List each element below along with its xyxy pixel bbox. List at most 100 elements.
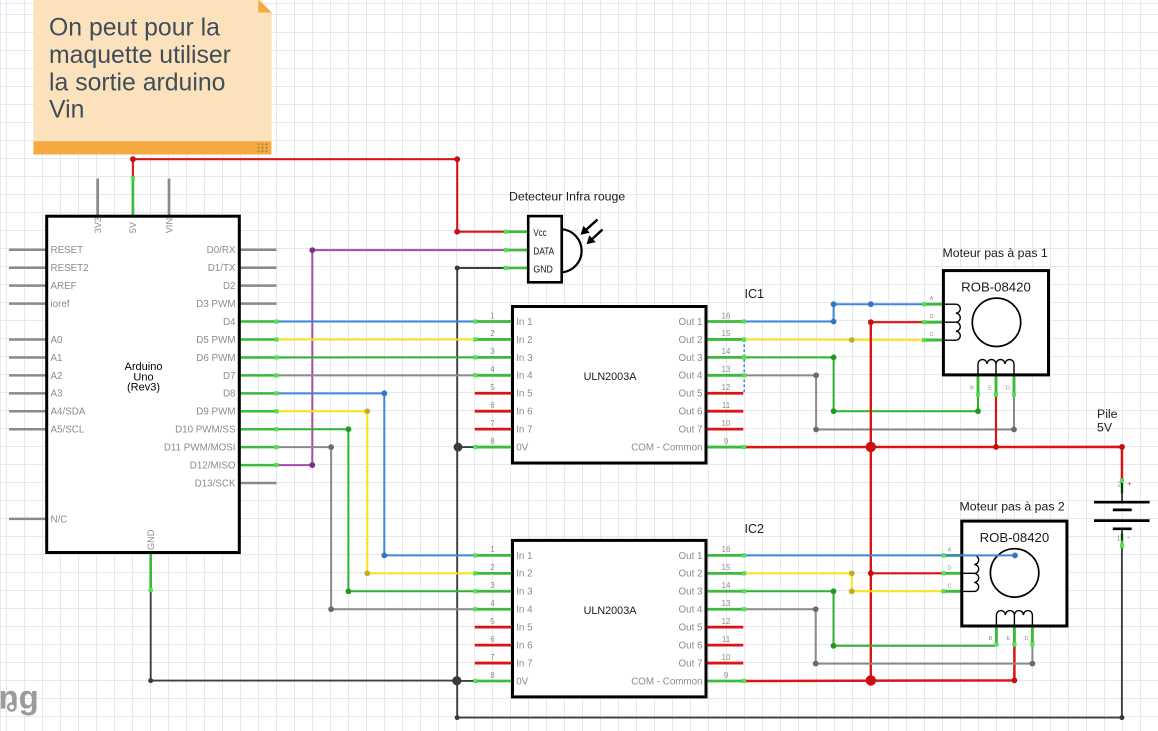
svg-text:1: 1 (490, 311, 495, 320)
svg-text:A: A (930, 296, 934, 302)
svg-text:In 5: In 5 (516, 389, 533, 400)
svg-text:In 1: In 1 (516, 317, 532, 328)
svg-text:Out 4: Out 4 (679, 371, 704, 382)
svg-text:6: 6 (490, 635, 495, 644)
svg-text:DATA: DATA (533, 245, 554, 257)
svg-text:Out 3: Out 3 (679, 353, 704, 364)
svg-text:ULN2003A: ULN2003A (584, 605, 638, 617)
svg-text:2: 2 (490, 329, 495, 338)
svg-text:COM - Common: COM - Common (631, 676, 702, 687)
svg-text:13: 13 (722, 599, 731, 608)
svg-text:5V: 5V (128, 221, 138, 233)
svg-text:10: 10 (722, 653, 731, 662)
svg-text:1: 1 (490, 545, 495, 554)
svg-text:D5 PWM: D5 PWM (196, 335, 235, 346)
svg-text:0V: 0V (516, 676, 528, 687)
svg-text:A0: A0 (51, 335, 64, 346)
svg-text:15: 15 (722, 563, 731, 572)
svg-text:D: D (948, 566, 952, 572)
svg-text:11: 11 (722, 401, 731, 410)
svg-text:In 5: In 5 (516, 623, 533, 634)
svg-text:In 2: In 2 (516, 569, 532, 580)
svg-text:D7: D7 (223, 371, 236, 382)
svg-text:Out 5: Out 5 (679, 623, 704, 634)
svg-text:ROB-08420: ROB-08420 (961, 280, 1031, 295)
svg-text:In 7: In 7 (516, 658, 532, 669)
svg-text:3: 3 (490, 347, 495, 356)
svg-text:5: 5 (490, 617, 495, 626)
svg-text:Uno: Uno (133, 371, 153, 383)
svg-text:1: 1 (1117, 536, 1121, 543)
svg-text:GND: GND (146, 529, 156, 550)
svg-text:(Rev3): (Rev3) (127, 382, 160, 394)
svg-text:la sortie arduino: la sortie arduino (49, 69, 225, 96)
svg-text:D10 PWM/SS: D10 PWM/SS (175, 425, 236, 436)
svg-text:-: - (1127, 533, 1130, 542)
svg-text:A: A (948, 548, 952, 554)
svg-text:7: 7 (490, 653, 495, 662)
svg-text:12: 12 (722, 617, 731, 626)
svg-text:5: 5 (490, 383, 495, 392)
svg-text:maquette utiliser: maquette utiliser (49, 42, 231, 69)
svg-text:RESET: RESET (51, 245, 84, 256)
svg-text:C: C (948, 584, 952, 590)
svg-text:2: 2 (490, 563, 495, 572)
svg-text:Out 5: Out 5 (679, 389, 704, 400)
svg-text:11: 11 (722, 635, 731, 644)
svg-text:Out 6: Out 6 (679, 641, 704, 652)
svg-text:Vin: Vin (49, 97, 84, 124)
svg-text:VIN: VIN (164, 218, 174, 233)
svg-text:B: B (989, 636, 993, 642)
svg-text:B: B (970, 386, 974, 392)
svg-text:Moteur pas à pas 1: Moteur pas à pas 1 (943, 246, 1048, 260)
svg-text:N/C: N/C (51, 514, 68, 525)
svg-text:7: 7 (490, 419, 495, 428)
svg-text:15: 15 (722, 329, 731, 338)
svg-text:2: 2 (1118, 482, 1122, 489)
svg-text:AREF: AREF (51, 281, 77, 292)
svg-text:D3 PWM: D3 PWM (196, 299, 235, 310)
svg-text:9: 9 (724, 671, 729, 680)
svg-text:A1: A1 (51, 353, 63, 364)
svg-text:3: 3 (490, 581, 495, 590)
svg-text:E: E (988, 386, 992, 392)
svg-text:D8: D8 (223, 389, 236, 400)
svg-text:9: 9 (724, 437, 729, 446)
svg-text:D: D (930, 314, 934, 320)
svg-text:ioref: ioref (51, 299, 70, 310)
svg-text:Out 3: Out 3 (679, 587, 704, 598)
svg-text:A5/SCL: A5/SCL (51, 425, 85, 436)
svg-text:Detecteur Infra rouge: Detecteur Infra rouge (509, 190, 625, 204)
svg-text:8: 8 (490, 437, 495, 446)
svg-text:A4/SDA: A4/SDA (51, 407, 86, 418)
svg-text:D13/SCK: D13/SCK (195, 478, 236, 489)
svg-text:GND: GND (533, 263, 553, 275)
svg-text:E: E (1007, 636, 1011, 642)
svg-text:IC2: IC2 (745, 522, 765, 536)
svg-text:RESET2: RESET2 (51, 263, 89, 274)
svg-text:8: 8 (490, 671, 495, 680)
svg-text:In 3: In 3 (516, 587, 533, 598)
svg-text:Out 7: Out 7 (679, 425, 703, 436)
svg-text:Out 2: Out 2 (679, 335, 703, 346)
svg-text:3V3: 3V3 (93, 217, 103, 233)
svg-text:In 4: In 4 (516, 371, 533, 382)
svg-text:0V: 0V (516, 442, 528, 453)
svg-text:14: 14 (722, 581, 731, 590)
svg-text:ROB-08420: ROB-08420 (980, 530, 1050, 545)
svg-text:Out 2: Out 2 (679, 569, 703, 580)
svg-text:12: 12 (722, 383, 731, 392)
svg-text:C: C (930, 332, 934, 338)
svg-text:16: 16 (722, 545, 731, 554)
svg-text:Pile: Pile (1097, 407, 1118, 421)
svg-text:A3: A3 (51, 389, 64, 400)
svg-text:IC1: IC1 (745, 287, 765, 301)
svg-text:13: 13 (722, 365, 731, 374)
svg-text:+: + (1127, 479, 1132, 488)
svg-text:In 6: In 6 (516, 407, 533, 418)
svg-text:In 6: In 6 (516, 641, 533, 652)
svg-text:In 4: In 4 (516, 605, 533, 616)
svg-text:Arduino: Arduino (125, 361, 163, 373)
svg-text:D9 PWM: D9 PWM (196, 407, 235, 418)
svg-text:ng: ng (0, 679, 39, 716)
